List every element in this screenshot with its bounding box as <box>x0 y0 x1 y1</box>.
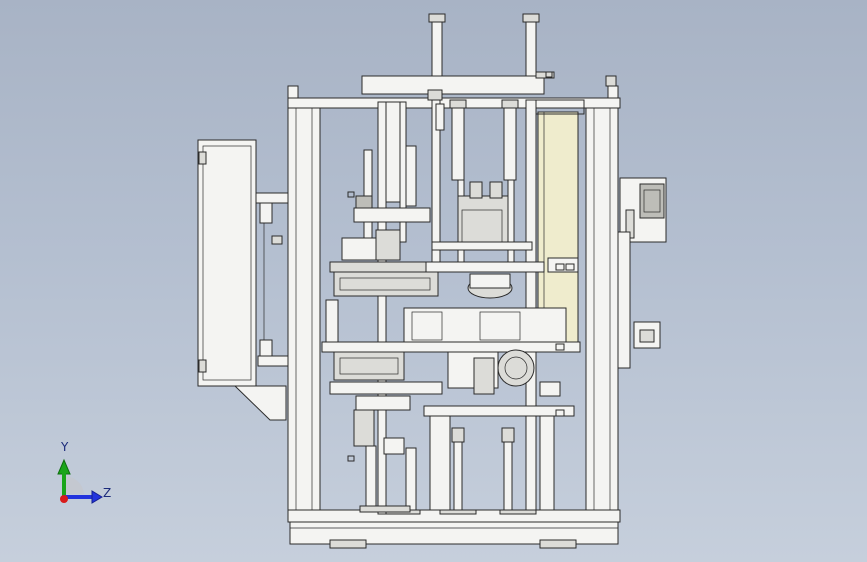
z-axis-label: Z <box>103 486 112 500</box>
cream-guard-panel <box>525 99 585 345</box>
origin-point <box>60 495 68 503</box>
y-axis-label: Y <box>61 440 69 454</box>
coordinate-triad: Y Z <box>44 438 124 508</box>
y-axis-arrowhead <box>57 458 71 475</box>
y-axis-line <box>62 472 66 498</box>
x-axis-quadrant <box>66 476 84 494</box>
upper-mechanism <box>329 181 579 299</box>
lower-mechanism <box>329 381 575 513</box>
center-body <box>321 299 581 397</box>
electrical-cabinet <box>197 139 289 421</box>
triad-axes <box>57 458 103 504</box>
guide-rods <box>363 99 537 515</box>
z-axis-line <box>64 495 96 499</box>
top-crosshead <box>361 13 617 101</box>
z-axis-arrowhead <box>91 490 103 504</box>
annotation-tags <box>347 71 575 462</box>
right-controls <box>617 177 667 369</box>
